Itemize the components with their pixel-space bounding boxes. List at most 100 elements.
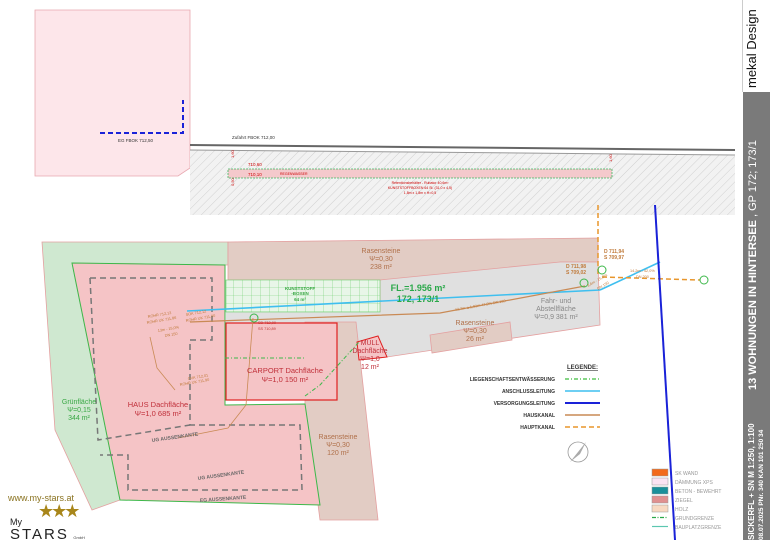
material-swatch (651, 504, 669, 513)
muell-area (356, 335, 388, 361)
material-swatch (651, 477, 669, 486)
fahr-psi-area: Ψ=0,9 381 m² (534, 314, 578, 321)
building-section (34, 9, 191, 177)
project-name: 13 WOHNUNGEN IN HINTERSEE (747, 220, 759, 390)
legend-label: ANSCHLUSSLEITUNG (502, 389, 555, 395)
d2-label: S 709,97 (604, 255, 624, 261)
sok-label: SOK 712,12 (185, 309, 206, 317)
dim-right: 1,60 (608, 153, 613, 162)
gruenflaeche-psi: Ψ=0,15 (67, 407, 91, 414)
rasen-120-psi: Ψ=0,30 (326, 442, 350, 449)
box-note-1: Retentionsbehälter - Rubator 40,6m³ (392, 181, 450, 185)
d1-label: D 711,98 (566, 264, 586, 270)
pipe-label: DN 150 (164, 332, 177, 338)
ovk-label: ROHR UK 711,90 (179, 378, 209, 387)
material-label: DÄMMUNG XPS (675, 479, 713, 486)
box-note-3: 1,8m x 1,8m x H=0,5 (404, 191, 436, 195)
dim-left-top: 1,60 (230, 149, 235, 158)
kunststoff-label-2: -BOXEN (291, 291, 309, 296)
material-label: HOLZ (675, 507, 688, 513)
my-stars-logo: www.my-stars.at ★★★ My STARS GmbH (8, 493, 108, 545)
short-pipe-label: DN 150 (597, 281, 610, 291)
shaft-icon (597, 265, 607, 275)
haus-psi-area: Ψ=1,0 685 m² (135, 409, 182, 418)
gruenflaeche-area-value: 344 m² (68, 415, 90, 422)
logo-brand-stars: STARS (10, 526, 69, 543)
title-block: mekal Design 13 WOHNUNGEN IN HINTERSEE ,… (740, 0, 770, 545)
brand-logo: mekal Design (744, 9, 759, 88)
material-swatch (651, 486, 669, 495)
project-parcel: , GP 172; 173/1 (747, 140, 759, 218)
rasen-26-psi: Ψ=0,30 (463, 328, 487, 335)
fahr-label-2: Abstellfläche (536, 306, 576, 313)
hauskanal (189, 285, 586, 323)
regenwasser-label: REGENWASSER (280, 172, 308, 176)
logo-suffix: GmbH (73, 535, 85, 540)
road-line (189, 144, 736, 151)
d2-label: D 711,94 (604, 249, 624, 255)
legend-label: VERSORGUNGSLEITUNG (494, 401, 556, 407)
level-bottom: 710,10 (248, 172, 262, 177)
muell-psi: Ψ=1,0 (360, 356, 380, 363)
legend-label: HAUPTKANAL (520, 425, 555, 431)
project-title: 13 WOHNUNGEN IN HINTERSEE , GP 172; 173/… (747, 140, 759, 390)
material-label: ZIEGEL (675, 498, 693, 504)
rasen-120-area: 120 m² (327, 450, 349, 457)
material-label: GRUNDGRENZE (675, 516, 715, 522)
d1-label: S 709,02 (566, 270, 586, 276)
sok-label: ROHR UK 711,00 (185, 314, 215, 323)
plot-area: FL.=1.956 m² (391, 283, 446, 293)
material-swatch (651, 495, 669, 504)
zufahrt-label: Zufahrt FBOK 712,00 (232, 135, 275, 140)
legend-title: LEGENDE: (567, 365, 598, 371)
kunststoff-area: 64 m² (294, 297, 306, 302)
shaft-icon (249, 313, 259, 323)
north-arrow-icon (567, 441, 589, 463)
sd-label: SS 710,89 (258, 327, 276, 331)
muell-area-value: 12 m² (361, 364, 380, 371)
fahr-label: Fahr- und (541, 298, 571, 305)
rasen-120-label: Rasensteine (319, 434, 358, 441)
rasen-26-area: 26 m² (466, 336, 485, 343)
rasen-238-area: 238 m² (370, 264, 392, 271)
material-label: BAUPLATZGRENZE (675, 525, 722, 531)
ovk-label: OVK 712,01 (187, 373, 208, 381)
main-canal-label: DN 200 (636, 275, 649, 279)
versorgungsleitung (654, 204, 676, 541)
plan-date: 08.07.2025 PNr. 340 KAN 101 250 34 (758, 429, 765, 540)
terrain-hatch (190, 150, 735, 215)
material-label: SK WAND (675, 471, 699, 477)
hauptkanal (601, 276, 701, 281)
eg-label: EG AUSSENKANTE (200, 495, 247, 504)
logo-brand-my: My (10, 517, 22, 527)
eg-fbok-label: EG FBOK 712,50 (118, 138, 154, 143)
dim-left-bottom: 0,50 (230, 177, 235, 186)
material-label: BETON - BEWEHRT (675, 489, 722, 495)
sd-label: SD 712,00 (258, 321, 276, 325)
muell-label-2: Dachfläche (352, 348, 387, 355)
rasen-238-label: Rasensteine (362, 248, 401, 255)
material-swatch (651, 468, 669, 477)
plot-parcel: 172, 173/1 (397, 294, 440, 304)
shaft-icon (699, 275, 709, 285)
plan-name: SICKERFL + SN M 1:250, 1:100 (747, 423, 756, 540)
anschlussleitung (186, 289, 601, 312)
rasensteine-26-area (429, 321, 513, 354)
retention-boxes-section (227, 168, 613, 179)
carport-area (225, 322, 338, 401)
kunststoff-label: KUNSTSTOFF (285, 286, 315, 291)
logo-url: www.my-stars.at (8, 493, 75, 503)
kunststoff-boxen (225, 279, 381, 313)
eg-line (100, 100, 184, 134)
legend-label: HAUSKANAL (523, 413, 555, 419)
shaft-icon (579, 278, 589, 288)
haus-label: HAUS Dachfläche (128, 400, 188, 409)
level-top: 710,60 (248, 162, 262, 167)
pipe-label: 13m - 15,0% (157, 325, 180, 333)
rasen-26-label: Rasensteine (456, 320, 495, 327)
carport-psi-area: Ψ=1,0 150 m² (262, 375, 309, 384)
gruenflaeche-label: Grünfläche (62, 399, 96, 406)
muell-label: MÜLL (361, 339, 380, 347)
box-note-2: KUNSTSTOFFBOXEN 64 St. (31,0 x 4,5) (388, 186, 452, 190)
